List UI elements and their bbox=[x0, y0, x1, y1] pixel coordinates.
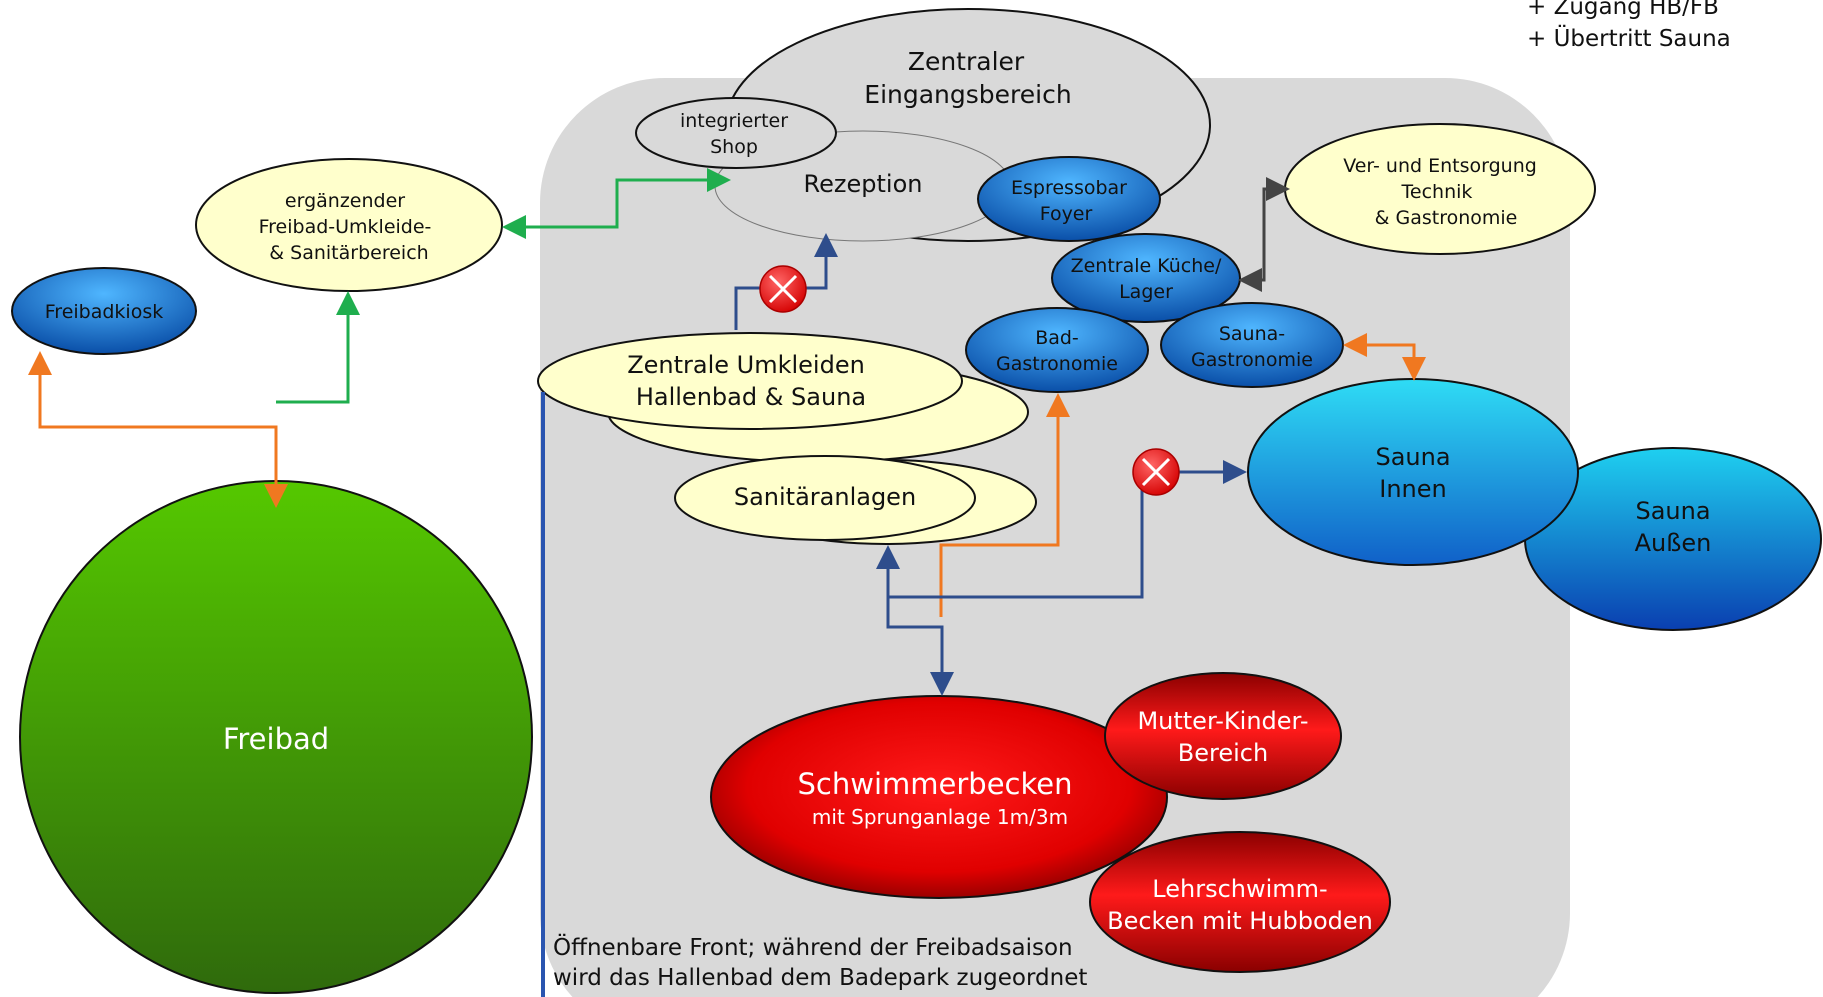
connector-sanitaer-becken bbox=[876, 545, 954, 696]
lehrschwimm-label-2: Becken mit Hubboden bbox=[1107, 907, 1373, 935]
bad-gastronomie-label-1: Bad- bbox=[1035, 327, 1079, 349]
espressobar-label-2: Foyer bbox=[1040, 203, 1093, 225]
sanitaeranlagen[interactable] bbox=[674, 455, 976, 541]
ver-entsorgung-label-1: Ver- und Entsorgung bbox=[1343, 155, 1537, 177]
lehrschwimm-label-1: Lehrschwimm- bbox=[1152, 875, 1327, 903]
annotation-line-1: Öffnenbare Front; während der Freibadsai… bbox=[553, 933, 1073, 961]
sauna-innen-label-1: Sauna bbox=[1375, 443, 1450, 471]
schwimmerbecken[interactable] bbox=[710, 695, 1168, 899]
freibadkiosk-label: Freibadkiosk bbox=[45, 301, 163, 323]
freibad-umkleide-label-2: Freibad-Umkleide- bbox=[259, 216, 432, 238]
shop-label-1: integrierter bbox=[680, 110, 788, 132]
zentrale-umkleiden-label-1: Zentrale Umkleiden bbox=[627, 351, 865, 379]
sauna-gastronomie-label-2: Gastronomie bbox=[1191, 349, 1313, 371]
zentraler-eingangsbereich-label-1: Zentraler bbox=[908, 47, 1025, 76]
blocked-marker-sauna bbox=[1132, 448, 1180, 496]
sauna-aussen-label-1: Sauna bbox=[1635, 497, 1710, 525]
kueche-label-1: Zentrale Küche/ bbox=[1071, 255, 1222, 277]
zentrale-umkleiden-label-2: Hallenbad & Sauna bbox=[636, 383, 866, 411]
bad-gastronomie[interactable] bbox=[965, 307, 1149, 393]
sauna-gastronomie[interactable] bbox=[1160, 302, 1344, 388]
sauna-aussen-label-2: Außen bbox=[1635, 529, 1712, 557]
sauna-gastronomie-label-1: Sauna- bbox=[1219, 323, 1285, 345]
connector-sauna-gastro-innen bbox=[1343, 333, 1426, 381]
schwimmerbecken-label-2: mit Sprunganlage 1m/3m bbox=[812, 805, 1068, 829]
freibad-umkleide-label-3: & Sanitärbereich bbox=[269, 242, 428, 264]
mutter-kinder-label-2: Bereich bbox=[1178, 739, 1268, 767]
ver-entsorgung-label-2: Technik bbox=[1401, 181, 1473, 203]
connector-freibad-umkleide-rezeption bbox=[502, 168, 731, 239]
freibad-umkleide-label-1: ergänzender bbox=[285, 190, 405, 212]
mutter-kinder-label-1: Mutter-Kinder- bbox=[1137, 707, 1308, 735]
espressobar-foyer[interactable] bbox=[977, 156, 1161, 242]
shop-label-2: Shop bbox=[710, 136, 758, 158]
legend-line-2: + Übertritt Sauna bbox=[1527, 24, 1731, 52]
zentrale-umkleiden[interactable] bbox=[537, 332, 963, 430]
connector-freibad-kiosk bbox=[28, 351, 288, 508]
connector-becken-sauna-innen bbox=[888, 460, 1247, 599]
espressobar-label-1: Espressobar bbox=[1011, 177, 1127, 199]
schwimmerbecken-label-1: Schwimmerbecken bbox=[798, 767, 1073, 801]
annotation-line-2: wird das Hallenbad dem Badepark zugeordn… bbox=[553, 965, 1087, 991]
bad-gastronomie-label-2: Gastronomie bbox=[996, 353, 1118, 375]
sanitaeranlagen-label: Sanitäranlagen bbox=[734, 483, 916, 511]
kueche-label-2: Lager bbox=[1119, 281, 1173, 303]
integrierter-shop[interactable] bbox=[635, 97, 837, 169]
rezeption-label: Rezeption bbox=[804, 170, 923, 198]
connector-freibad-to-umkleide bbox=[276, 291, 360, 404]
freibad-label: Freibad bbox=[223, 722, 329, 756]
zentraler-eingangsbereich-label-2: Eingangsbereich bbox=[864, 80, 1071, 109]
ver-entsorgung-label-3: & Gastronomie bbox=[1375, 207, 1518, 229]
sauna-innen-label-2: Innen bbox=[1379, 475, 1446, 503]
sauna-innen[interactable] bbox=[1247, 378, 1579, 566]
connector-kueche-versorgung bbox=[1238, 177, 1290, 292]
blocked-marker-rezeption bbox=[759, 265, 807, 313]
lehrschwimmbecken[interactable] bbox=[1089, 831, 1391, 973]
mutter-kinder-bereich[interactable] bbox=[1104, 672, 1342, 800]
legend-line-1: + Zugang HB/FB bbox=[1527, 0, 1719, 20]
